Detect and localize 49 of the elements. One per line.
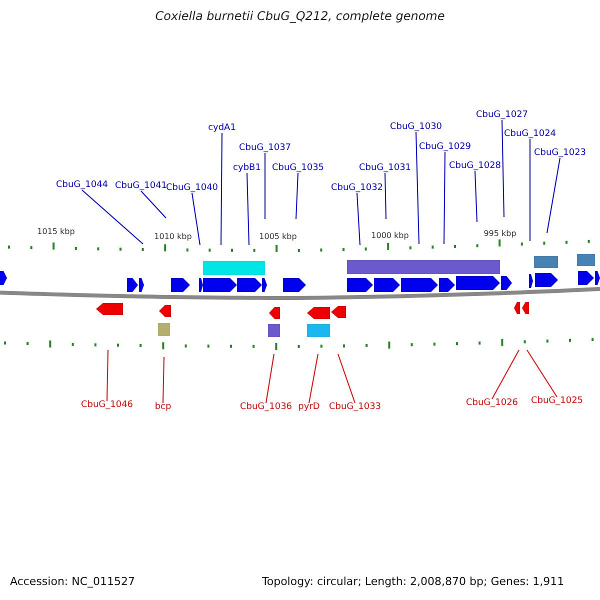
gene-label: CbuG_1023 xyxy=(532,149,588,158)
gene-label: CbuG_1035 xyxy=(270,164,326,173)
scale-label: 1010 kbp xyxy=(154,233,192,241)
gene-label: CbuG_1025 xyxy=(530,397,584,406)
gene-label: CbuG_1029 xyxy=(418,143,472,152)
leader-line xyxy=(192,192,200,246)
leader-line xyxy=(444,152,446,244)
gene-label: CbuG_1027 xyxy=(474,111,530,120)
leader-line xyxy=(474,170,478,222)
gene-label: cydA1 xyxy=(207,124,237,133)
leader-line xyxy=(246,172,250,246)
leader-line xyxy=(162,356,164,404)
leader-line xyxy=(356,192,360,246)
leader-line xyxy=(526,350,558,398)
gene-label: CbuG_1037 xyxy=(238,144,292,153)
leader-line xyxy=(266,354,274,404)
leader-line xyxy=(416,132,420,244)
gene-label: CbuG_1026 xyxy=(464,399,520,408)
leader-line xyxy=(106,350,108,402)
leader-line xyxy=(338,354,356,404)
gene-label: CbuG_1032 xyxy=(330,184,384,193)
diagram-title: Coxiella burnetii CbuG_Q212, complete genome xyxy=(155,10,445,22)
leader-line xyxy=(82,190,144,244)
scale-label: 1000 kbp xyxy=(371,232,409,240)
scale-label: 1005 kbp xyxy=(259,233,297,241)
leader-line xyxy=(220,132,222,246)
scale-label: 1015 kbp xyxy=(37,228,75,236)
scale-label: 995 kbp xyxy=(484,230,516,238)
accession-text: Accession: NC_011527 xyxy=(10,576,136,587)
leader-line xyxy=(502,120,504,218)
leader-line xyxy=(308,354,318,404)
leader-line xyxy=(546,158,560,234)
gene-label: CbuG_1046 xyxy=(80,401,134,410)
gene-label: cybB1 xyxy=(232,164,262,173)
gene-label: CbuG_1024 xyxy=(502,130,558,139)
leader-line xyxy=(264,152,266,220)
leader-line xyxy=(140,190,166,218)
leader-line xyxy=(384,172,386,220)
gene-label: bcp xyxy=(154,403,172,412)
gene-label: CbuG_1031 xyxy=(358,164,412,173)
gene-label: CbuG_1030 xyxy=(388,123,444,132)
leader-line xyxy=(296,172,298,220)
genome-summary-text: Topology: circular; Length: 2,008,870 bp; Genes: 1,911 xyxy=(262,576,564,587)
gene-label: CbuG_1028 xyxy=(448,162,502,171)
gene-label: CbuG_1044 xyxy=(54,181,110,190)
gene-label: pyrD xyxy=(297,403,321,412)
gene-label: CbuG_1036 xyxy=(238,403,294,412)
gene-label: CbuG_1033 xyxy=(328,403,382,412)
leader-line xyxy=(492,350,520,400)
